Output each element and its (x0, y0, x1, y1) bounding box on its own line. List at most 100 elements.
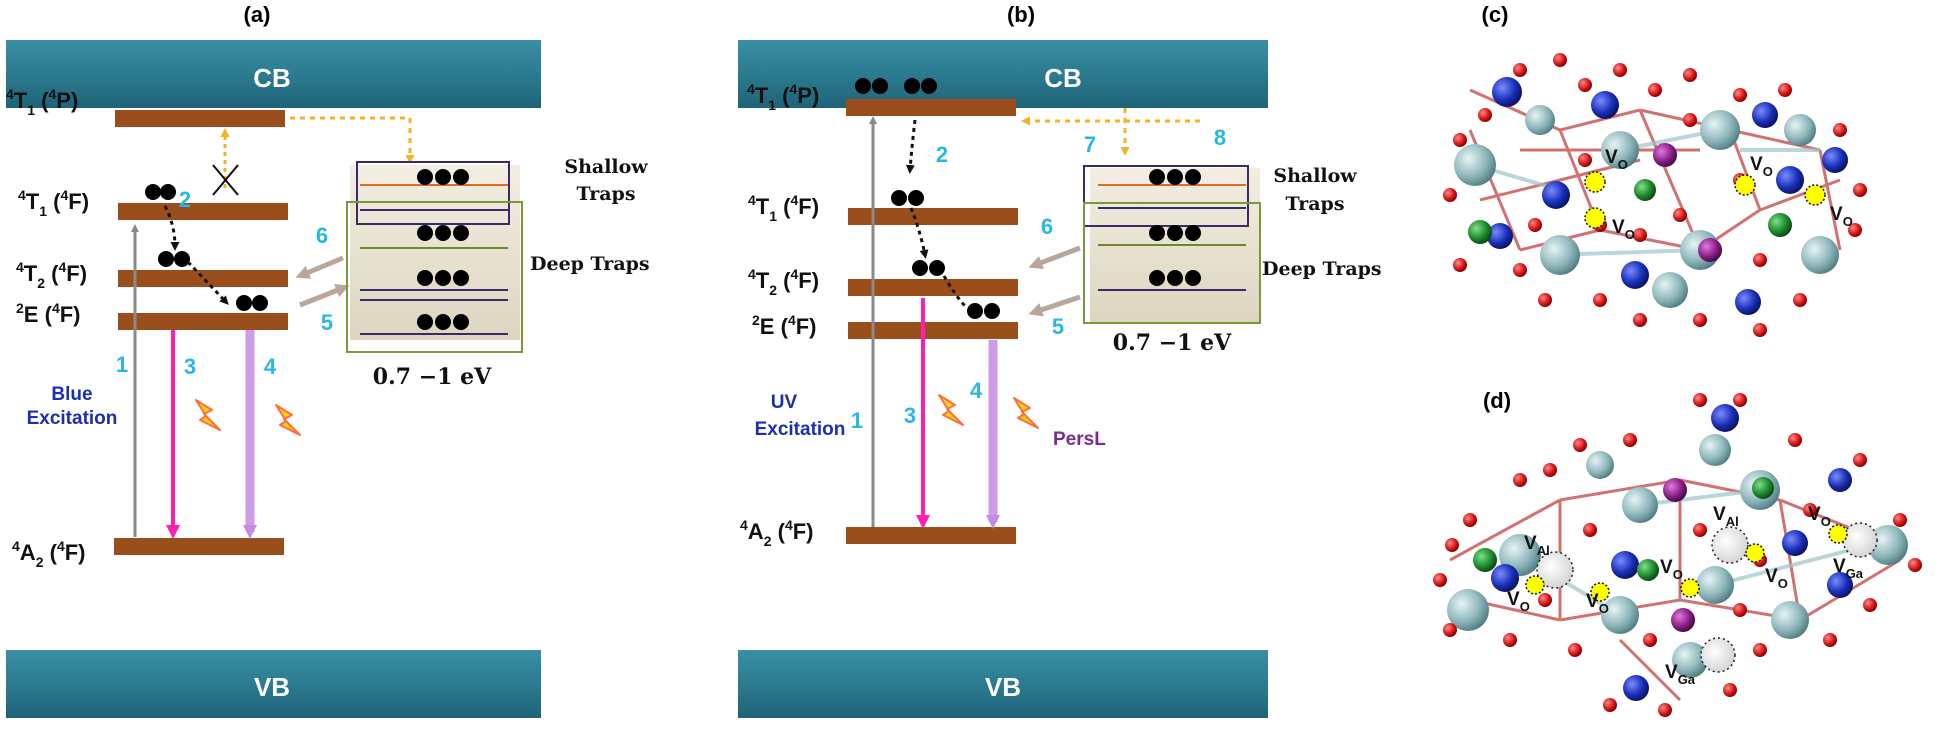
shallow-trap-frame-b (1083, 165, 1249, 227)
relaxation-arrow-b-1 (905, 119, 917, 174)
o-atom (1528, 218, 1542, 232)
trap-fill-arrow-5-a (299, 284, 350, 308)
label-4t1-4p-b: 4T1 (4P) (747, 81, 819, 113)
o-atom (1543, 463, 1557, 477)
o-atom (1673, 208, 1687, 222)
oxygen-vacancy (1584, 207, 1606, 229)
trap-box-a (346, 161, 523, 353)
al-atom (1828, 468, 1852, 492)
relaxation-arrow-b-2 (909, 207, 929, 259)
o-atom (1803, 503, 1817, 517)
o-atom (1723, 683, 1737, 697)
deep-trap-frame-b (1083, 202, 1261, 324)
o-atom (1478, 108, 1492, 122)
o-atom (1578, 78, 1592, 92)
uv-excitation-line2: Excitation (755, 419, 846, 440)
capture-arrow-a (290, 116, 415, 164)
o-atom (1753, 253, 1767, 267)
trapped-electron (1185, 270, 1201, 286)
electron (145, 184, 161, 200)
deep-traps-label-a: Deep Traps (530, 253, 650, 275)
panel-a: (a) CB VB 4T1 (4P) 4T1 (4F) 4T2 (4F) 2E … (6, 2, 650, 718)
vb-label-b: VB (985, 672, 1021, 702)
step-1-b: 1 (851, 408, 863, 433)
o-atom (1568, 643, 1582, 657)
trapped-electron (435, 225, 451, 241)
vb-label-a: VB (254, 672, 290, 702)
o-atom (1513, 63, 1527, 77)
o-atom (1753, 643, 1767, 657)
al-atom (1735, 289, 1761, 315)
ga-atom (1540, 235, 1580, 275)
ga-atom (1454, 144, 1496, 186)
deep-traps-label-b: Deep Traps (1262, 258, 1382, 280)
trapped-electron (1167, 169, 1183, 185)
o-atom (1433, 573, 1447, 587)
o-atom (1445, 538, 1459, 552)
o-atom (1513, 263, 1527, 277)
o-atom (1658, 703, 1672, 717)
al-atom (1711, 404, 1739, 432)
o-atom (1693, 523, 1707, 537)
oxygen-vacancy (1804, 184, 1826, 206)
trapped-electron (1167, 270, 1183, 286)
o-atom (1733, 88, 1747, 102)
level-2e-4f-a (118, 313, 288, 330)
o-atom (1733, 393, 1747, 407)
o-atom (1453, 133, 1467, 147)
vo-label: VO (1586, 591, 1609, 616)
trapped-electron (453, 169, 469, 185)
zn-atom (1468, 220, 1492, 244)
al-atom (1822, 147, 1848, 173)
ga-atom (1868, 525, 1908, 565)
zn-atom (1637, 559, 1659, 581)
trapped-electron (453, 314, 469, 330)
trapped-electron (435, 314, 451, 330)
label-2e-4f-b: 2E (4F) (752, 312, 817, 339)
al-atom (1492, 77, 1522, 107)
al-atom (1621, 261, 1649, 289)
label-4t1-4p-a: 4T1 (4P) (6, 86, 78, 118)
o-atom (1683, 68, 1697, 82)
o-atom (1613, 63, 1627, 77)
o-atom (1578, 153, 1592, 167)
electron (891, 190, 907, 206)
ga-atom (1601, 131, 1639, 169)
trapped-electron (417, 169, 433, 185)
trap-fill-a (350, 165, 520, 340)
conduction-band-b (738, 40, 1268, 108)
level-4t1-4p-b (846, 99, 1016, 116)
o-atom (1443, 188, 1457, 202)
electron (252, 295, 268, 311)
oxygen-vacancy (1584, 171, 1606, 193)
step-2-b: 2 (936, 142, 948, 167)
panel-c: (c) (1443, 2, 1867, 337)
ga-atom (1672, 642, 1708, 678)
trapped-electron (1185, 169, 1201, 185)
o-atom (1893, 513, 1907, 527)
electron (174, 251, 190, 267)
label-4t2-4f-b: 4T2 (4F) (748, 266, 819, 298)
step-4-a: 4 (264, 354, 277, 379)
vo-label: VO (1507, 589, 1530, 614)
label-2e-4f-a: 2E (4F) (16, 300, 81, 327)
ga-atom (1784, 114, 1816, 146)
o-atom (1833, 123, 1847, 137)
o-atom (1538, 593, 1552, 607)
ga-vacancy (1700, 637, 1736, 673)
vo-label: VO (1660, 557, 1683, 582)
electron (160, 184, 176, 200)
valence-band-a (6, 650, 541, 718)
relaxation-arrow-a-2 (186, 260, 229, 305)
trapped-electron (417, 225, 433, 241)
conduction-band-a (6, 40, 541, 108)
o-atom (1633, 228, 1647, 242)
panel-b-label: (b) (1007, 2, 1035, 27)
al-atom (1623, 675, 1649, 701)
step-5-b: 5 (1052, 314, 1064, 339)
step-1-a: 1 (116, 352, 128, 377)
electron (984, 303, 1000, 319)
vo-label: VO (1765, 566, 1788, 591)
electron (908, 190, 924, 206)
